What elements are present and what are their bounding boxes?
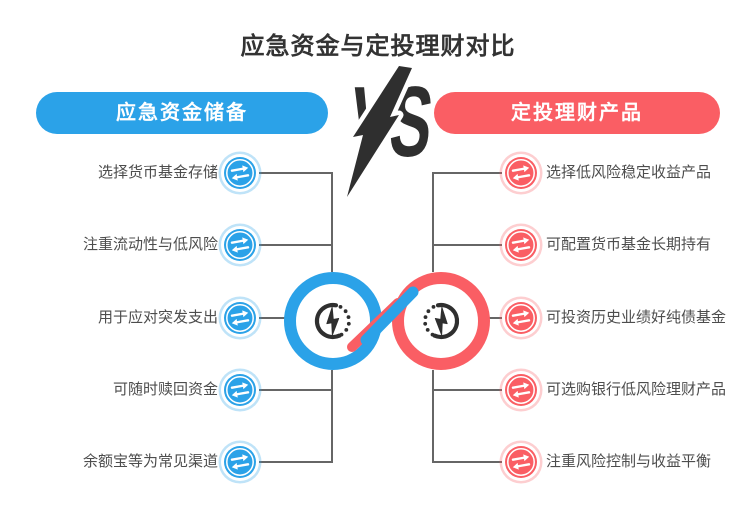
right-item-label: 注重风险控制与收益平衡 [546,453,712,470]
transfer-arrows-icon [221,299,259,337]
right-connector-top [432,172,502,272]
left-item-label: 用于应对突发支出 [97,309,218,326]
right-header-pill: 定投理财产品 [434,92,720,134]
right-connector-bottom [432,370,502,463]
right-item-label: 可配置货币基金长期持有 [546,236,712,253]
transfer-arrows-icon [221,443,259,481]
left-item-label: 注重流动性与低风险 [82,236,218,253]
transfer-arrows-icon [221,154,259,192]
transfer-arrows-icon [502,371,540,409]
transfer-arrows-icon [221,226,259,264]
energy-meter-icon [423,302,460,340]
left-header-pill: 应急资金储备 [36,92,328,134]
transfer-arrows-icon [502,443,540,481]
right-item-label: 可选购银行低风险理财产品 [546,381,727,398]
right-item-label: 选择低风险稳定收益产品 [546,164,712,181]
left-item-label: 可随时赎回资金 [112,381,218,398]
left-connector-top [259,172,333,272]
left-item-label: 选择货币基金存储 [97,164,218,181]
lightning-bolt-icon [342,61,417,202]
page-title: 应急资金与定投理财对比 [240,33,516,60]
transfer-arrows-icon [221,371,259,409]
transfer-arrows-icon [502,299,540,337]
right-item-label: 可投资历史业绩好纯债基金 [546,309,727,326]
left-item-label: 余额宝等为常见渠道 [82,453,218,470]
transfer-arrows-icon [502,154,540,192]
center-slash-blue [360,286,419,346]
energy-meter-icon [314,302,351,340]
transfer-arrows-icon [502,226,540,264]
left-connector-bottom [259,370,333,463]
